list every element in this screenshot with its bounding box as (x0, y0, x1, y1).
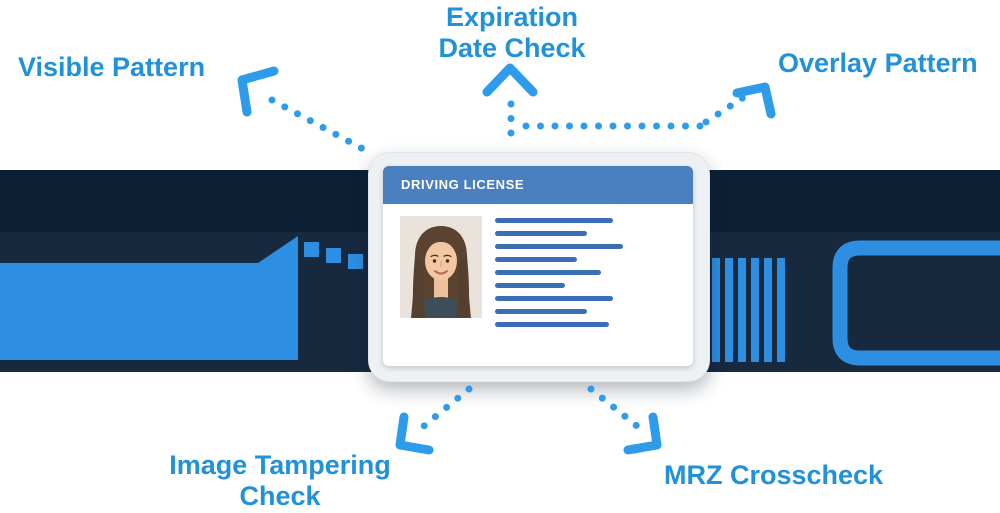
card-text-lines (495, 218, 623, 335)
label-line: Check (239, 481, 321, 512)
id-card: DRIVING LICENSE (368, 152, 710, 382)
barcode-bar (712, 258, 720, 362)
barcode-decor (712, 258, 802, 362)
barcode-bar (777, 258, 785, 362)
label-line: Date Check (438, 33, 586, 64)
card-text-line (495, 270, 601, 275)
card-text-line (495, 296, 613, 301)
card-text-line (495, 322, 609, 327)
barcode-bar (725, 258, 733, 362)
mrz-dots (587, 385, 641, 430)
left-decor-rectangle (0, 263, 258, 360)
image-tampering-arrow-corner (395, 412, 434, 455)
label-line: Image Tampering (169, 450, 391, 480)
barcode-bar (764, 258, 772, 362)
barcode-bar (751, 258, 759, 362)
label-mrz-crosscheck: MRZ Crosscheck (664, 460, 884, 490)
woman-portrait-illustration (400, 216, 482, 318)
overlay-pattern-arrow-corner (732, 82, 776, 119)
card-text-line (495, 309, 587, 314)
decor-square (304, 242, 319, 257)
label-expiration-date-check: Expiration Date Check (392, 2, 632, 64)
right-decor-bracket (832, 240, 1000, 366)
id-card-face: DRIVING LICENSE (383, 166, 693, 366)
expiration-arrowhead-up (482, 63, 538, 97)
decor-square (326, 248, 341, 263)
card-header-bar: DRIVING LICENSE (383, 166, 693, 204)
left-decor-ramp (258, 236, 298, 360)
card-text-line (495, 257, 577, 262)
label-visible-pattern: Visible Pattern (18, 52, 206, 82)
card-text-line (495, 218, 613, 223)
image-tampering-dots (420, 385, 473, 430)
visible-pattern-arrow-corner (237, 66, 279, 117)
card-title: DRIVING LICENSE (401, 177, 525, 192)
visible-pattern-dots (268, 96, 367, 153)
label-overlay-pattern: Overlay Pattern (778, 48, 978, 78)
barcode-bar (738, 258, 746, 362)
mrz-arrow-corner (623, 412, 662, 455)
overlay-pattern-dots (702, 93, 748, 126)
portrait-photo (400, 216, 482, 318)
card-text-line (495, 283, 565, 288)
left-decor-squares (304, 242, 384, 282)
card-text-line (495, 231, 587, 236)
label-image-tampering-check: Image Tampering Check (140, 450, 420, 512)
label-line: Expiration (445, 2, 579, 32)
card-text-line (495, 244, 623, 249)
decor-square (348, 254, 363, 269)
